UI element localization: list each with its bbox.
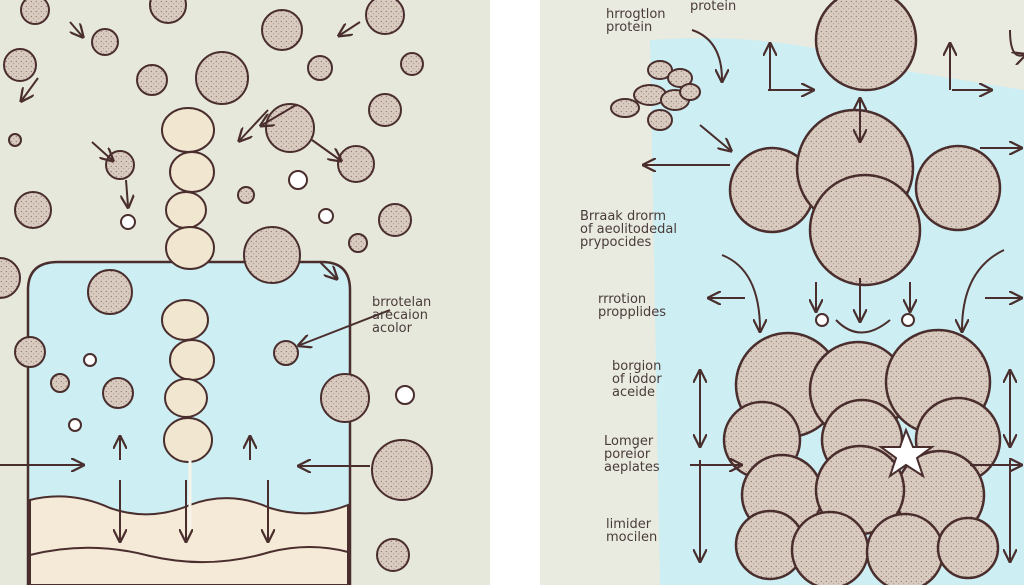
protein-propplides-line-1: rrrotion <box>598 292 647 307</box>
protein-propplides-label: rrrotion propplides <box>598 293 666 319</box>
left-arrows <box>0 21 391 540</box>
sphere-cluster <box>728 108 1002 287</box>
break-down-line-1: Brraak drorm <box>580 209 667 224</box>
left-annotation-label: brrotelan arecaion acolor <box>372 296 431 335</box>
top-sphere <box>814 0 918 92</box>
branched-protein <box>610 60 701 131</box>
break-down-label: Brraak drorm of aeolitodedal prypocides <box>580 210 677 249</box>
aggregated-mass <box>722 328 1002 585</box>
right-panel <box>540 0 1024 585</box>
top-right-label: protein <box>690 0 737 14</box>
top-label: hrrogtlon protein <box>606 8 666 34</box>
star-icon <box>877 427 936 479</box>
protein-strand <box>161 107 215 463</box>
left-panel <box>0 0 490 585</box>
limider-line-1: limider <box>606 517 652 532</box>
longer-line-1: Lomger <box>604 434 654 449</box>
particles-left <box>0 0 433 572</box>
borgion-line-2: of iodor <box>612 372 662 387</box>
left-label-line-3: acolor <box>372 321 412 336</box>
right-arrows <box>645 29 1024 560</box>
panel-gutter <box>490 0 540 585</box>
borgion-line-3: aceide <box>612 385 655 400</box>
break-down-line-2: of aeolitodedal <box>580 222 677 237</box>
longer-label: Lomger poreior aeplates <box>604 435 660 474</box>
longer-line-3: aeplates <box>604 460 660 475</box>
break-down-line-3: prypocides <box>580 235 652 250</box>
protein-propplides-line-2: propplides <box>598 305 667 320</box>
longer-line-2: poreior <box>604 447 651 462</box>
limider-line-2: mocilen <box>606 530 658 545</box>
left-label-line-2: arecaion <box>372 308 428 323</box>
top-label-line-1: hrrogtlon <box>606 7 666 22</box>
top-label-line-2: protein <box>606 20 653 35</box>
left-label-line-1: brrotelan <box>372 295 432 310</box>
borgion-label: borgion of iodor aceide <box>612 360 662 399</box>
limider-label: limider mocilen <box>606 518 657 544</box>
borgion-line-1: borgion <box>612 359 662 374</box>
